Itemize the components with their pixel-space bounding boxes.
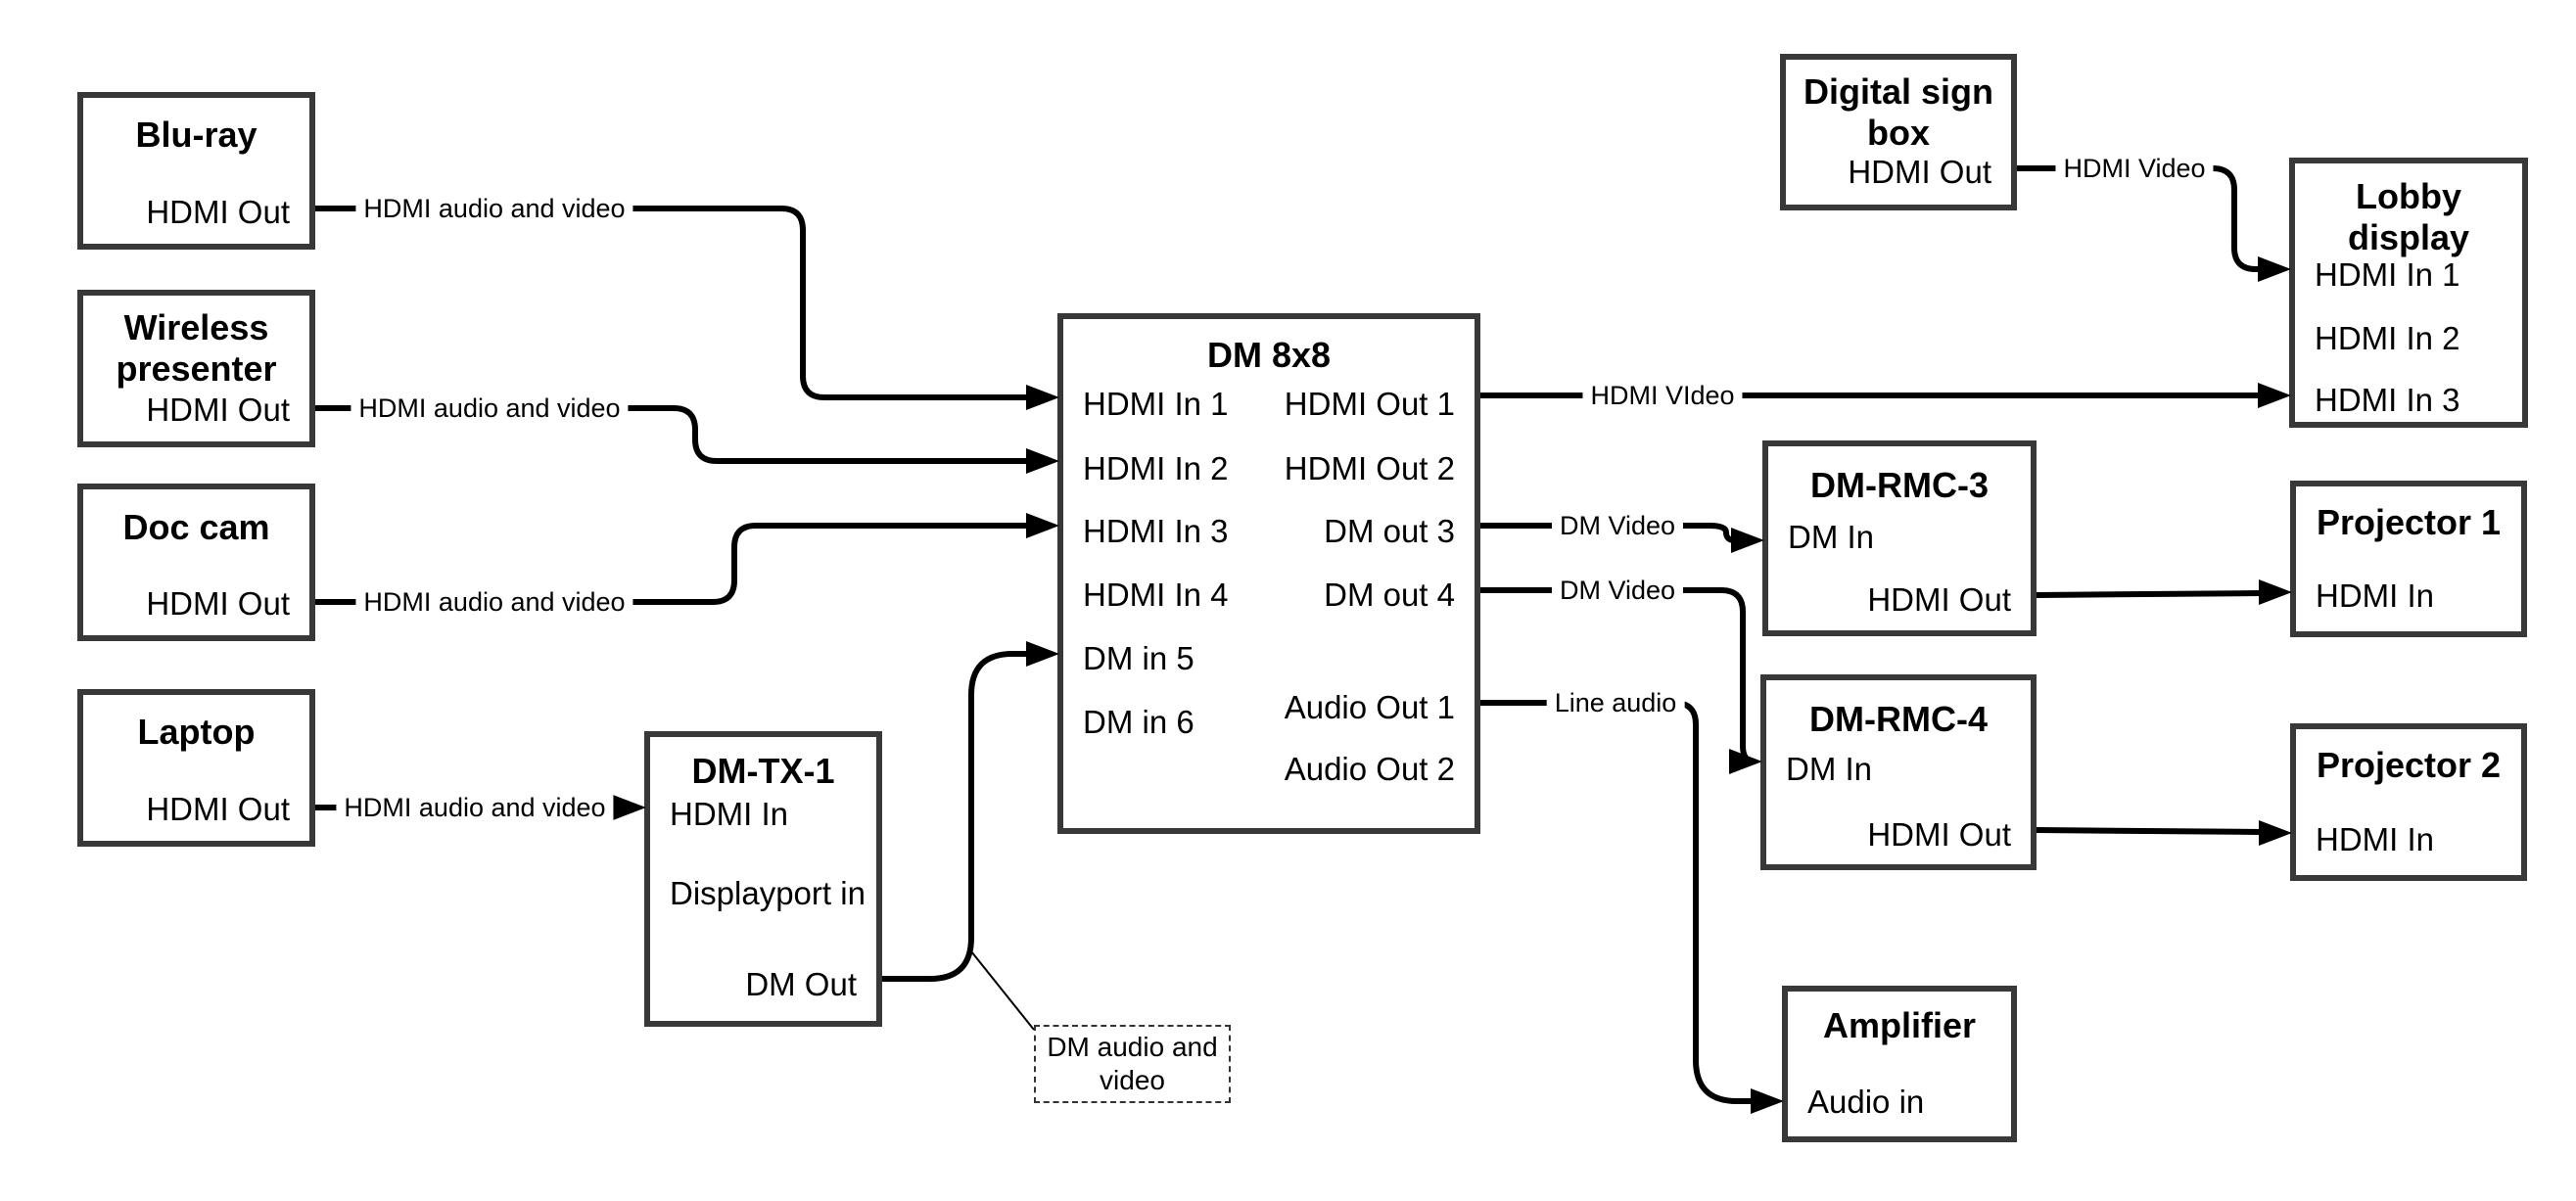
edge-label-hdmi-audio-and-video-3: HDMI audio and video <box>355 585 633 619</box>
port-amplifier-audio-in: Audio in <box>1807 1084 1925 1120</box>
arrowhead-dm-tx-1-hdmi-in <box>613 795 646 820</box>
edge-label-dm-video-out4: DM Video <box>1551 574 1684 607</box>
edge-dm-tx-1-to-dm8x8 <box>882 651 1028 982</box>
edge-label-hdmi-video-sign: HDMI Video <box>2055 152 2214 185</box>
arrowhead-dm8x8-hdmi-in-1 <box>1026 385 1059 410</box>
port-rmc3-dm-in: DM In <box>1788 519 1875 555</box>
node-amplifier: Amplifier Audio in <box>1782 986 2017 1142</box>
port-projector1-hdmi-in: HDMI In <box>2316 577 2435 614</box>
arrowhead-dm8x8-hdmi-in-2 <box>1026 448 1059 474</box>
port-dm8x8-dm-in-5: DM in 5 <box>1083 640 1194 676</box>
port-dm8x8-hdmi-in-1: HDMI In 1 <box>1083 386 1229 422</box>
port-dm8x8-hdmi-out-1: HDMI Out 1 <box>1284 386 1455 422</box>
node-dm-8x8: DM 8x8 HDMI In 1 HDMI In 2 HDMI In 3 HDM… <box>1057 313 1480 834</box>
node-digital-sign-box: Digital sign box HDMI Out <box>1780 54 2017 210</box>
port-wireless-hdmi-out: HDMI Out <box>146 392 290 428</box>
port-dm8x8-hdmi-in-2: HDMI In 2 <box>1083 450 1229 486</box>
note-dm-audio-and-video: DM audio and video <box>1034 1025 1231 1103</box>
node-dm-rmc-4: DM-RMC-4 DM In HDMI Out <box>1760 674 2037 870</box>
arrowhead-amplifier-audio-in <box>1751 1088 1784 1114</box>
port-dm8x8-audio-out-1: Audio Out 1 <box>1284 689 1455 725</box>
port-dm-tx-1-dm-out: DM Out <box>745 966 857 1002</box>
port-digital-sign-hdmi-out: HDMI Out <box>1848 154 1991 190</box>
node-laptop: Laptop HDMI Out <box>77 689 315 847</box>
node-lobby-display: Lobby display HDMI In 1 HDMI In 2 HDMI I… <box>2289 158 2528 428</box>
edge-label-line-audio: Line audio <box>1546 686 1685 719</box>
node-title: Amplifier <box>1822 1005 1977 1045</box>
port-dm-tx-1-hdmi-in: HDMI In <box>670 796 789 832</box>
node-title: Lobby display <box>2347 176 2470 257</box>
port-lobby-hdmi-in-1: HDMI In 1 <box>2315 256 2460 293</box>
arrowhead-rmc4-dm-in <box>1729 749 1762 774</box>
arrowhead-projector2-hdmi-in <box>2259 820 2292 846</box>
node-title: Wireless presenter <box>116 307 277 389</box>
port-laptop-hdmi-out: HDMI Out <box>146 791 290 827</box>
edge-dm8x8-audio-out-1-to-amplifier <box>1480 700 1753 1104</box>
port-dm8x8-hdmi-in-4: HDMI In 4 <box>1083 577 1229 613</box>
node-title: DM 8x8 <box>1206 335 1332 375</box>
port-dm8x8-hdmi-out-2: HDMI Out 2 <box>1284 450 1455 486</box>
edge-rmc4-to-projector2 <box>2036 827 2262 835</box>
port-dm-tx-1-displayport-in: Displayport in <box>670 875 866 911</box>
edge-label-hdmi-audio-and-video-2: HDMI audio and video <box>351 392 629 425</box>
node-projector-2: Projector 2 HDMI In <box>2290 723 2527 881</box>
node-dm-tx-1: DM-TX-1 HDMI In Displayport in DM Out <box>644 731 882 1027</box>
edge-blu-ray-to-dm8x8 <box>315 206 1028 400</box>
arrowhead-lobby-hdmi-in-1 <box>2258 256 2291 282</box>
node-title: DM-TX-1 <box>691 751 835 791</box>
edge-dm8x8-dm-out-3-to-rmc3 <box>1480 523 1736 543</box>
port-dm8x8-audio-out-2: Audio Out 2 <box>1284 751 1455 787</box>
node-title: Laptop <box>137 712 256 752</box>
port-doc-cam-hdmi-out: HDMI Out <box>146 585 290 622</box>
arrowhead-dm8x8-hdmi-in-3 <box>1026 513 1059 538</box>
node-title: DM-RMC-3 <box>1810 465 1989 505</box>
port-lobby-hdmi-in-3: HDMI In 3 <box>2315 382 2460 418</box>
node-title: Digital sign box <box>1803 71 1993 153</box>
edge-digital-sign-to-lobby <box>2017 165 2260 272</box>
port-dm8x8-dm-out-4: DM out 4 <box>1324 577 1455 613</box>
edge-rmc3-to-projector1 <box>2036 590 2262 598</box>
note-text: DM audio and video <box>1047 1032 1218 1095</box>
arrowhead-rmc3-dm-in <box>1731 528 1764 553</box>
edge-label-dm-video-out3: DM Video <box>1551 509 1684 542</box>
node-title: Projector 1 <box>2316 502 2502 542</box>
arrowhead-lobby-hdmi-in-3 <box>2258 383 2291 408</box>
port-projector2-hdmi-in: HDMI In <box>2316 821 2435 857</box>
port-dm8x8-dm-out-3: DM out 3 <box>1324 513 1455 549</box>
node-doc-cam: Doc cam HDMI Out <box>77 484 315 641</box>
edge-wireless-to-dm8x8 <box>315 405 1028 464</box>
port-lobby-hdmi-in-2: HDMI In 2 <box>2315 320 2460 356</box>
edge-label-hdmi-audio-and-video-1: HDMI audio and video <box>355 192 633 225</box>
node-dm-rmc-3: DM-RMC-3 DM In HDMI Out <box>1762 440 2037 636</box>
port-blu-ray-hdmi-out: HDMI Out <box>146 194 290 230</box>
edge-label-hdmi-audio-and-video-4: HDMI audio and video <box>336 791 614 824</box>
edge-doc-cam-to-dm8x8 <box>315 523 1028 605</box>
edge-label-hdmi-video-dm8x8: HDMI VIdeo <box>1582 379 1743 412</box>
node-title: DM-RMC-4 <box>1809 699 1988 739</box>
port-dm8x8-hdmi-in-3: HDMI In 3 <box>1083 513 1229 549</box>
callout-line-dm-audio-and-video <box>970 950 1035 1031</box>
port-rmc4-dm-in: DM In <box>1786 751 1873 787</box>
arrowhead-projector1-hdmi-in <box>2259 579 2292 605</box>
port-rmc3-hdmi-out: HDMI Out <box>1867 581 2011 618</box>
node-blu-ray: Blu-ray HDMI Out <box>77 92 315 250</box>
port-rmc4-hdmi-out: HDMI Out <box>1867 816 2011 853</box>
node-projector-1: Projector 1 HDMI In <box>2290 481 2527 637</box>
edge-dm8x8-dm-out-4-to-rmc4 <box>1480 587 1756 764</box>
port-dm8x8-dm-in-6: DM in 6 <box>1083 704 1194 740</box>
node-title: Projector 2 <box>2316 745 2502 785</box>
node-title: Doc cam <box>122 507 270 547</box>
node-title: Blu-ray <box>135 115 258 155</box>
node-wireless-presenter: Wireless presenter HDMI Out <box>77 290 315 447</box>
arrowhead-dm8x8-dm-in-5 <box>1026 641 1059 667</box>
